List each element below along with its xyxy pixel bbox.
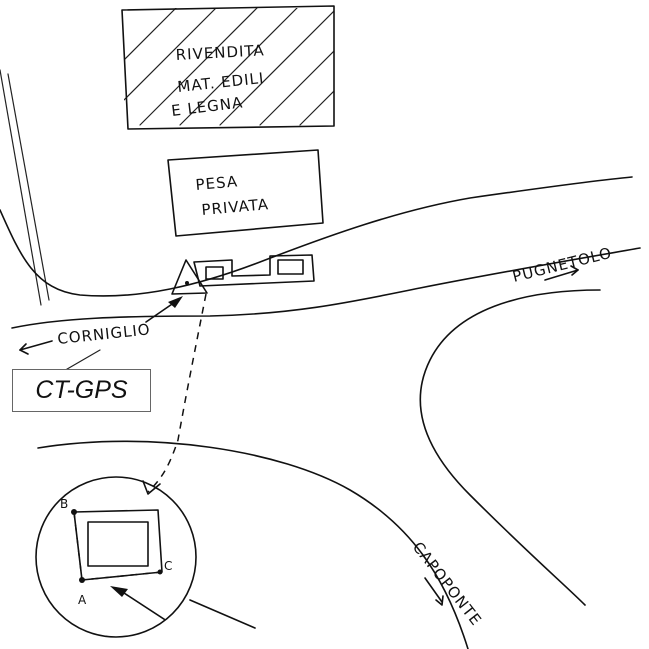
point-b-label: B: [60, 497, 68, 511]
small-building: [193, 254, 315, 287]
shop-building: RIVENDITA MAT. EDILI E LEGNA: [121, 5, 335, 130]
ct-gps-badge: CT-GPS: [12, 369, 151, 412]
detail-inset: B A C: [35, 476, 256, 638]
gps-point-marker: [145, 259, 208, 323]
main-road-upper-edge: [0, 176, 633, 297]
capoponte-road-right-edge: [419, 289, 601, 606]
corniglio-label: CORNIGLIO: [57, 320, 152, 348]
capoponte-road-left-edge: [37, 440, 469, 649]
weigh-label-line2: PRIVATA: [201, 195, 270, 219]
weighbridge: PESA PRIVATA: [167, 149, 324, 237]
pugnetolo-label: PUGNETOLO: [511, 244, 614, 286]
roads: [0, 176, 641, 649]
point-a-label: A: [78, 593, 87, 607]
weigh-label-line1: PESA: [195, 172, 239, 194]
corniglio-label-group: CORNIGLIO: [19, 320, 152, 373]
main-road-lower-edge: [11, 247, 641, 329]
capoponte-label: CAPOPONTE: [409, 538, 486, 629]
point-c-label: C: [164, 559, 172, 573]
left-edge-lines: [0, 69, 50, 306]
dashed-link: [147, 293, 207, 493]
pugnetolo-label-group: PUGNETOLO: [511, 244, 614, 286]
shop-label-line1: RIVENDITA: [175, 41, 265, 64]
capoponte-label-group: CAPOPONTE: [409, 538, 486, 629]
